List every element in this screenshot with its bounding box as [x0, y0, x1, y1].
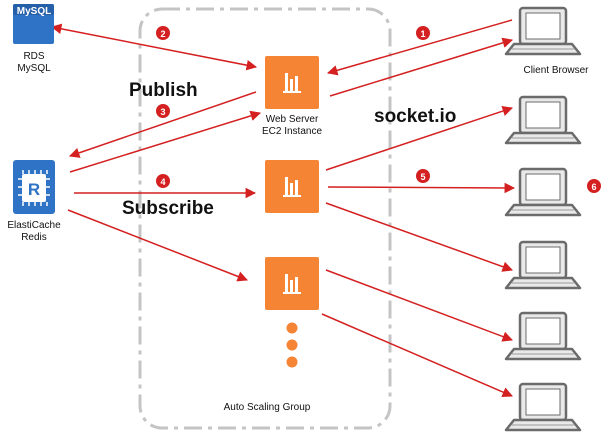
- rds-label-line1: RDS: [23, 51, 45, 62]
- arrow-redis-to-instance-3: [67, 209, 248, 282]
- arrow-mysql-webserver: [50, 23, 258, 71]
- arrow-redis-to-webserver: [69, 110, 262, 173]
- step-badge: 2: [156, 26, 170, 40]
- arrow-webserver-to-client: [329, 37, 514, 97]
- arrow-socketio-to-client-4: [325, 202, 513, 272]
- step-number: 2: [160, 29, 165, 39]
- laptop-icon: [504, 382, 582, 432]
- auto-scaling-group-border: [138, 7, 392, 430]
- web-server-label-line1: Web Server: [265, 114, 319, 125]
- arrow-instance3-to-client-5: [325, 269, 513, 342]
- ec2-instance-icon: [265, 56, 319, 109]
- step-badge: 6: [587, 179, 601, 193]
- ec2-instance-icon: [265, 257, 319, 310]
- laptop-icon: [504, 311, 582, 361]
- socketio-label: socket.io: [374, 106, 457, 127]
- subscribe-label: Subscribe: [122, 198, 214, 219]
- laptop-icon: [504, 240, 582, 290]
- more-instances-dots: [286, 322, 298, 368]
- step-number: 6: [591, 182, 596, 192]
- web-server-label: Web Server EC2 Instance: [252, 114, 332, 138]
- step-number: 3: [160, 107, 165, 117]
- laptop-icon: [504, 6, 582, 56]
- mysql-database-icon: MySQL: [13, 4, 54, 44]
- step-badge: 1: [416, 26, 430, 40]
- web-server-label-line2: EC2 Instance: [261, 126, 323, 137]
- redis-chip-icon: R: [13, 160, 55, 214]
- step-badge: 4: [156, 174, 170, 188]
- rds-mysql-label: RDS MySQL: [8, 51, 60, 75]
- arrow-socketio-to-client-3: [327, 182, 516, 194]
- rds-label-line2: MySQL: [17, 63, 51, 74]
- elasticache-label-line2: Redis: [21, 232, 47, 243]
- step-badge: 3: [156, 104, 170, 118]
- step-number: 1: [420, 29, 425, 39]
- step-badge: 5: [416, 169, 430, 183]
- laptop-icon: [504, 167, 582, 217]
- auto-scaling-group-label: Auto Scaling Group: [223, 402, 311, 413]
- mysql-icon-text: MySQL: [17, 6, 51, 17]
- laptop-icon: [504, 95, 582, 145]
- step-number: 5: [420, 172, 425, 182]
- arrow-instance3-to-client-6: [321, 313, 513, 398]
- client-browser-label: Client Browser: [523, 65, 589, 76]
- arrow-webserver-to-redis: [69, 91, 257, 158]
- publish-label: Publish: [129, 80, 198, 101]
- ec2-instance-icon: [265, 160, 319, 213]
- arrow-client-to-webserver: [326, 19, 513, 76]
- arrow-socketio-to-client-2: [325, 106, 513, 171]
- elasticache-redis-label: ElastiCache Redis: [0, 220, 68, 244]
- step-number: 4: [160, 177, 165, 187]
- redis-icon-text: R: [28, 180, 40, 199]
- elasticache-label-line1: ElastiCache: [7, 220, 61, 231]
